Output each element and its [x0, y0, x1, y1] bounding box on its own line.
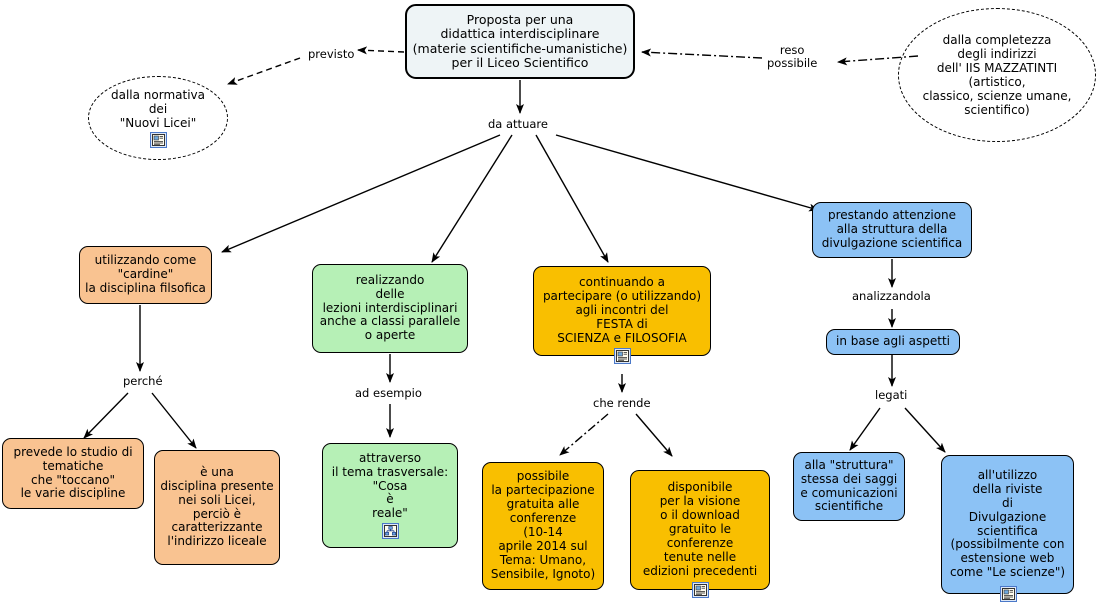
hierarchy-tree-icon [381, 523, 399, 540]
node-prestando-label: prestando attenzione alla struttura dell… [821, 208, 963, 250]
node-normativa[interactable]: dalla normativa dei "Nuovi Licei" [88, 76, 228, 160]
node-disciplina-licei[interactable]: è una disciplina presente nei soli Licei… [154, 450, 280, 565]
node-in-base[interactable]: in base agli aspetti [826, 329, 960, 355]
edge-label-che-rende: che rende [592, 396, 652, 411]
edge-label-legati: legati [874, 388, 909, 403]
node-struttura-saggi-label: alla "struttura" stessa dei saggi e comu… [800, 457, 898, 514]
node-realizzando-label: realizzando delle lezioni interdisciplin… [319, 272, 461, 343]
node-prestando[interactable]: prestando attenzione alla struttura dell… [812, 202, 972, 258]
edge-label-perche: perché [122, 374, 164, 389]
node-completezza-label: dalla completezza degli indirizzi dell' … [922, 32, 1072, 118]
node-utilizzo-riviste[interactable]: all'utilizzo della riviste di Divulgazio… [941, 455, 1074, 602]
node-struttura-saggi[interactable]: alla "struttura" stessa dei saggi e comu… [793, 452, 905, 521]
node-disciplina-licei-label: è una disciplina presente nei soli Licei… [160, 464, 274, 549]
document-note-icon [999, 586, 1017, 602]
edge-label-analizzandola: analizzandola [851, 289, 932, 304]
node-cardine-label: utilizzando come "cardine" la disciplina… [85, 253, 206, 295]
node-root-label: Proposta per una didattica interdiscipli… [412, 11, 628, 70]
node-in-base-label: in base agli aspetti [836, 334, 950, 349]
document-note-icon [149, 132, 167, 149]
node-disponibile[interactable]: disponibile per la visione o il download… [630, 470, 770, 598]
edge-label-ad-esempio: ad esempio [354, 386, 423, 401]
node-root[interactable]: Proposta per una didattica interdiscipli… [405, 4, 635, 79]
document-note-icon [692, 582, 709, 598]
node-completezza[interactable]: dalla completezza degli indirizzi dell' … [898, 8, 1096, 142]
document-note-icon [614, 348, 631, 364]
node-utilizzo-riviste-label: all'utilizzo della riviste di Divulgazio… [949, 467, 1066, 580]
edge-label-da-attuare: da attuare [487, 117, 549, 132]
node-prevede-label: prevede lo studio di tematiche che "tocc… [13, 444, 133, 501]
edge-label-previsto: previsto [307, 47, 356, 62]
node-normativa-label: dalla normativa dei "Nuovi Licei" [110, 87, 205, 131]
node-attraverso-label: attraverso il tema trasversale: "Cosa è … [331, 450, 449, 521]
edge-label-reso-possibile: reso possibile [766, 43, 819, 71]
node-realizzando[interactable]: realizzando delle lezioni interdisciplin… [312, 264, 468, 353]
node-prevede[interactable]: prevede lo studio di tematiche che "tocc… [2, 438, 144, 509]
node-attraverso[interactable]: attraverso il tema trasversale: "Cosa è … [322, 443, 458, 548]
node-cardine[interactable]: utilizzando come "cardine" la disciplina… [79, 246, 212, 304]
node-possibile-label: possibile la partecipazione gratuita all… [490, 469, 596, 581]
node-possibile[interactable]: possibile la partecipazione gratuita all… [482, 462, 604, 590]
node-disponibile-label: disponibile per la visione o il download… [642, 480, 758, 578]
node-continuando-label: continuando a partecipare (o utilizzando… [542, 275, 702, 345]
node-continuando[interactable]: continuando a partecipare (o utilizzando… [533, 266, 711, 364]
